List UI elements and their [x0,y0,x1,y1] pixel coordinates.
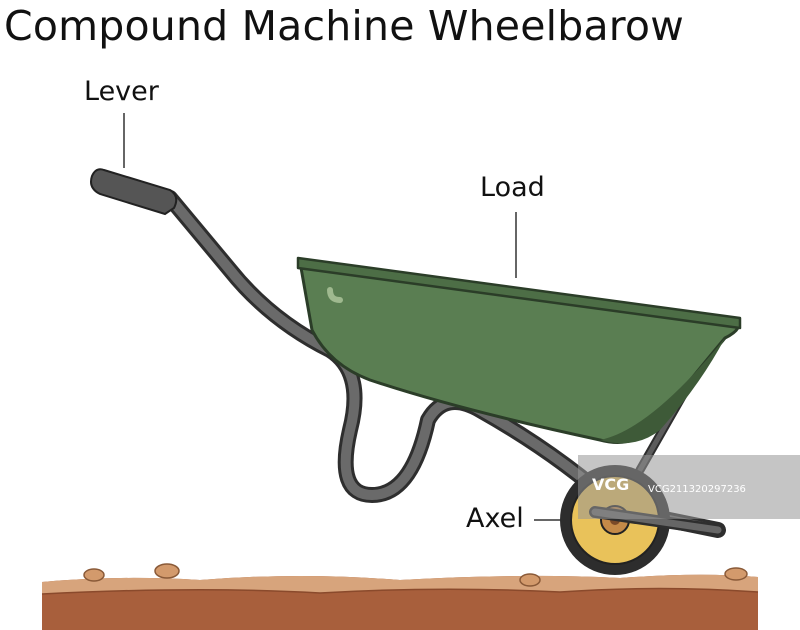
lever-label: Lever [84,76,159,107]
pebble [724,567,748,581]
pebble [519,573,541,587]
pebble [83,568,105,582]
watermark-id: VCG211320297236 [648,484,746,495]
page-title: Compound Machine Wheelbarow [4,2,684,50]
pebble [154,563,180,579]
wheelbarrow-tray [296,256,742,444]
ground [41,563,759,630]
load-label: Load [480,172,545,203]
axel-label: Axel [466,503,524,534]
handle-grip [90,168,178,216]
watermark: VCG VCG211320297236 [578,455,800,519]
watermark-logo: VCG [592,475,630,494]
